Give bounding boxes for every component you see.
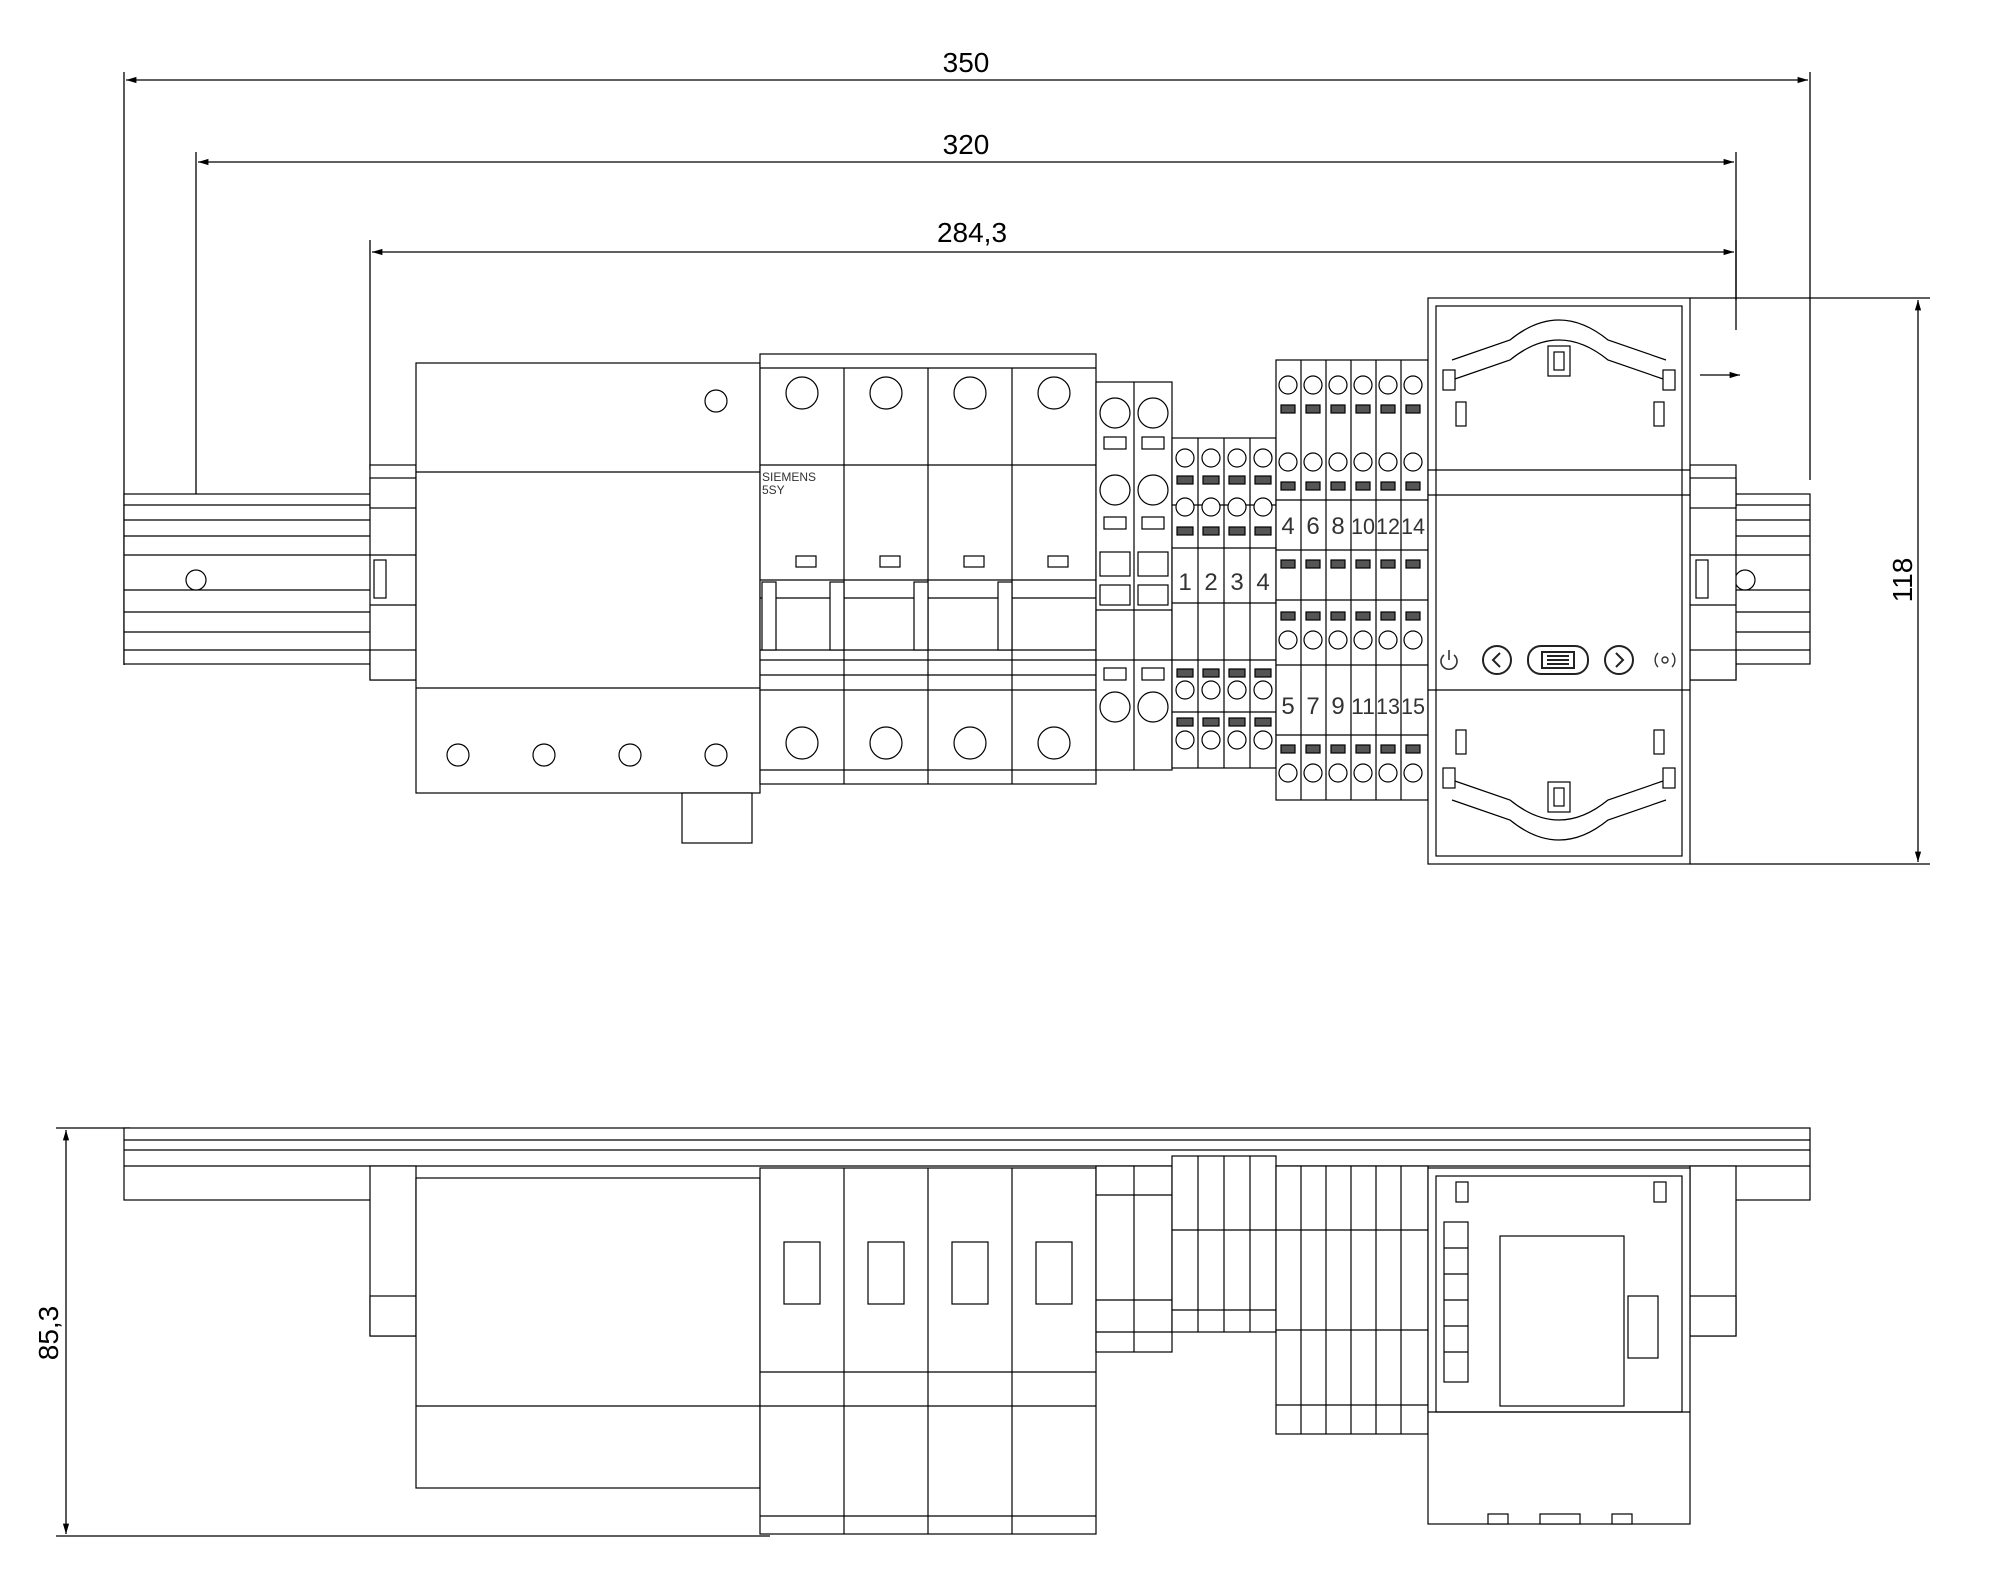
chevron-right-icon[interactable]: [1604, 645, 1634, 675]
terminal-block-a-front: [1171, 437, 1277, 769]
large-module-front: [415, 362, 761, 844]
terminal-number: 14: [1401, 514, 1425, 539]
mcb-type-label: 5SY: [762, 483, 785, 497]
terminal-number: 9: [1331, 693, 1344, 720]
terminal-number: 11: [1351, 694, 1375, 719]
terminal-pair-front: [1095, 381, 1173, 771]
mcb-front: [759, 353, 1097, 785]
dimension-85: 85,3: [33, 1306, 64, 1361]
terminal-number: 8: [1331, 513, 1344, 540]
terminal-pair-side: [1095, 1165, 1173, 1353]
terminal-number: 3: [1230, 569, 1243, 596]
energy-meter-front: [1427, 297, 1691, 865]
large-module-side: [415, 1177, 761, 1489]
terminal-number: 10: [1351, 514, 1375, 539]
terminal-number: 1: [1178, 569, 1191, 596]
end-clamp-left-side: [369, 1165, 417, 1337]
terminal-number: 2: [1204, 569, 1217, 596]
energy-meter-side: [1427, 1167, 1691, 1525]
terminal-block-b-side: [1275, 1165, 1429, 1435]
terminal-number: 6: [1306, 513, 1319, 540]
dimension-320: 320: [943, 129, 990, 160]
terminal-block-a-side: [1171, 1155, 1277, 1333]
terminal-number: 4: [1256, 569, 1269, 596]
terminal-numbers-b-top: 4 6 8 10 12 14: [1281, 513, 1425, 540]
power-icon[interactable]: [1440, 650, 1458, 670]
meter-buttons: [1440, 645, 1676, 675]
terminal-number: 4: [1281, 513, 1294, 540]
end-clamp-right-side: [1689, 1165, 1737, 1337]
front-view: SIEMENS 5SY: [123, 297, 1811, 865]
dimension-284: 284,3: [937, 217, 1007, 248]
mcb-brand-label: SIEMENS: [762, 470, 816, 484]
menu-icon[interactable]: [1527, 645, 1589, 675]
dimension-350: 350: [943, 47, 990, 78]
dimension-118: 118: [1887, 558, 1918, 603]
terminal-block-b-front: [1275, 359, 1429, 801]
chevron-left-icon[interactable]: [1482, 645, 1512, 675]
bottom-view: [123, 1127, 1811, 1535]
terminal-numbers-a: 1 2 3 4: [1178, 569, 1269, 596]
terminal-numbers-b-bottom: 5 7 9 11 13 15: [1281, 693, 1425, 720]
dimension-lines: [56, 72, 1930, 1537]
mcb-side: [759, 1167, 1097, 1535]
end-clamp-right: [1689, 464, 1737, 681]
wireless-icon: [1654, 652, 1676, 668]
terminal-number: 12: [1376, 514, 1400, 539]
terminal-number: 13: [1376, 694, 1400, 719]
terminal-number: 15: [1401, 694, 1425, 719]
terminal-number: 7: [1306, 693, 1319, 720]
terminal-number: 5: [1281, 693, 1294, 720]
end-clamp-left: [369, 464, 417, 681]
